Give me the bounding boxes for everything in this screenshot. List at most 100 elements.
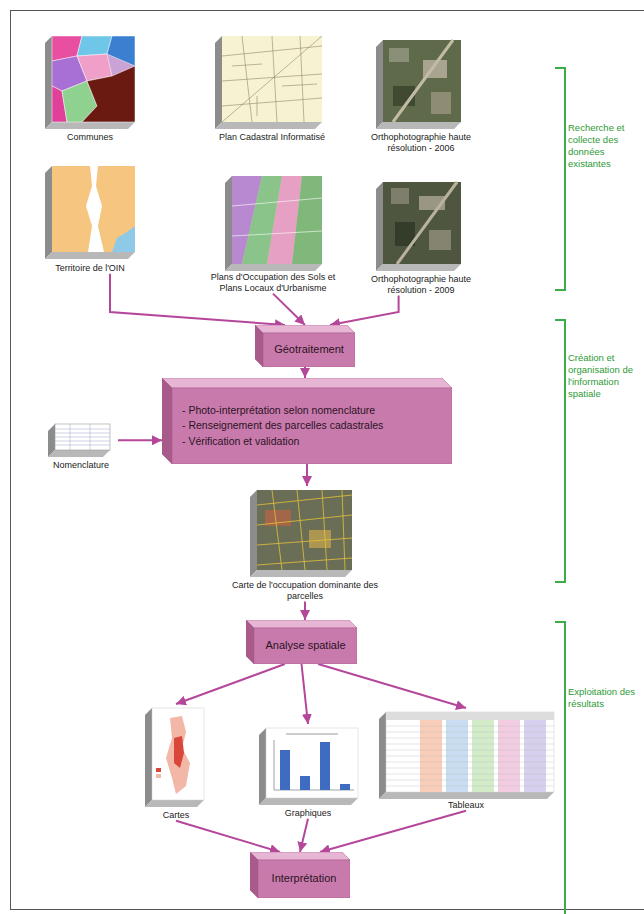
box-text: - Vérification et validation	[182, 434, 299, 449]
connectors	[110, 274, 466, 852]
zone-lines	[232, 198, 322, 236]
box-front: Interprétation	[258, 860, 350, 898]
image-caption: Plan Cadastral Informatisé	[207, 132, 337, 143]
parcel-lines	[257, 490, 352, 570]
box-front-face	[258, 860, 350, 898]
map-area	[82, 66, 135, 122]
phase-bracket	[555, 68, 565, 290]
image-side	[259, 728, 266, 805]
zone-band	[292, 176, 322, 264]
phase-bracket	[555, 622, 565, 914]
image-side	[215, 36, 222, 129]
box-front: Analyse spatiale	[254, 628, 357, 664]
source-image: Tableaux	[372, 708, 560, 811]
box-side-face	[246, 620, 254, 664]
photo-road	[393, 40, 453, 122]
box-front-face	[263, 333, 355, 367]
communes-map	[45, 36, 135, 129]
image-side	[145, 800, 204, 807]
phase-label: Création et organisation de l'informatio…	[568, 352, 640, 400]
table-output	[379, 712, 554, 799]
image-caption: Communes	[40, 132, 140, 143]
table-header	[386, 712, 554, 720]
image-side	[215, 122, 322, 129]
box-front-face	[172, 388, 452, 464]
aerial-photo	[376, 40, 461, 129]
flow-arrow	[176, 821, 280, 852]
image-caption: Territoire de l'OIN	[40, 263, 140, 274]
image-side	[379, 792, 554, 799]
process-box: Interprétation	[250, 852, 350, 898]
chart-axes	[274, 740, 354, 790]
source-image: Territoire de l'OIN	[40, 163, 140, 274]
flow-arrow	[302, 664, 309, 724]
flow-arrow	[330, 296, 399, 325]
photo-patch	[431, 92, 451, 114]
parcel-fill	[309, 530, 331, 548]
flow-arrow	[273, 294, 305, 325]
phase-label: Exploitation des résultats	[568, 686, 640, 710]
flow-arrow	[118, 439, 162, 441]
chart-bar	[340, 784, 350, 790]
cadastral-plan	[215, 36, 322, 129]
chart-title-bar	[286, 734, 338, 735]
map-output	[145, 708, 204, 807]
box-front: - Photo-interprétation selon nomenclatur…	[172, 388, 452, 464]
sheet	[386, 712, 554, 792]
source-image: Communes	[40, 32, 140, 143]
box-top-face	[162, 378, 452, 388]
sea-area	[112, 226, 135, 252]
image-side	[376, 122, 461, 129]
territory-strip	[86, 166, 104, 252]
flow-arrow	[300, 819, 308, 852]
phase-label: Recherche et collecte des données exista…	[568, 122, 640, 170]
image-caption: Plans d'Occupation des Sols et Plans Loc…	[207, 272, 339, 294]
image-side	[225, 264, 322, 271]
image-side	[376, 264, 461, 271]
image-caption: Nomenclature	[44, 460, 118, 471]
source-image: Orthophotographie haute résolution - 200…	[365, 36, 477, 154]
image-side	[45, 252, 135, 259]
source-image: Carte de l'occupation dominante des parc…	[232, 486, 378, 602]
table-lines	[386, 726, 554, 786]
chart-bar	[320, 742, 330, 790]
map-shape	[166, 716, 190, 794]
frame	[11, 11, 644, 910]
photo-ground	[383, 182, 461, 264]
chart-output	[259, 728, 358, 805]
plan-ground	[232, 176, 322, 264]
box-top-face	[246, 620, 357, 628]
parcel-lines	[222, 36, 322, 122]
map-ground	[52, 36, 135, 122]
photo-road	[397, 182, 457, 264]
image-caption: Orthophotographie haute résolution - 200…	[365, 132, 477, 154]
aerial-photo	[376, 182, 461, 271]
phase-bracket	[555, 320, 565, 582]
map-ground	[52, 166, 135, 252]
source-image: Nomenclature	[44, 420, 118, 471]
image-side	[259, 798, 358, 805]
chart-bar	[280, 750, 290, 790]
photo-patch	[429, 230, 451, 250]
chart-bar	[300, 776, 310, 790]
table-ground	[55, 424, 110, 450]
flow-arrow	[304, 367, 306, 378]
image-caption: Cartes	[138, 810, 214, 821]
box-text: Analyse spatiale	[265, 638, 345, 654]
image-side	[45, 122, 135, 129]
dominant-use-map	[250, 490, 352, 577]
box-text: - Renseignement des parcelles cadastrale…	[182, 418, 383, 433]
source-image: Plan Cadastral Informatisé	[207, 32, 337, 143]
source-image: Orthophotographie haute résolution - 200…	[365, 178, 477, 296]
flow-arrow	[318, 664, 466, 708]
box-front: Géotraitement	[263, 333, 355, 367]
box-side-face	[255, 325, 263, 367]
image-side	[376, 182, 383, 271]
map-area	[77, 36, 112, 56]
image-caption: Tableaux	[372, 800, 560, 811]
flow-arrow	[304, 602, 306, 620]
table-lines	[55, 424, 110, 450]
flow-arrow	[176, 664, 285, 704]
image-side	[250, 570, 352, 577]
